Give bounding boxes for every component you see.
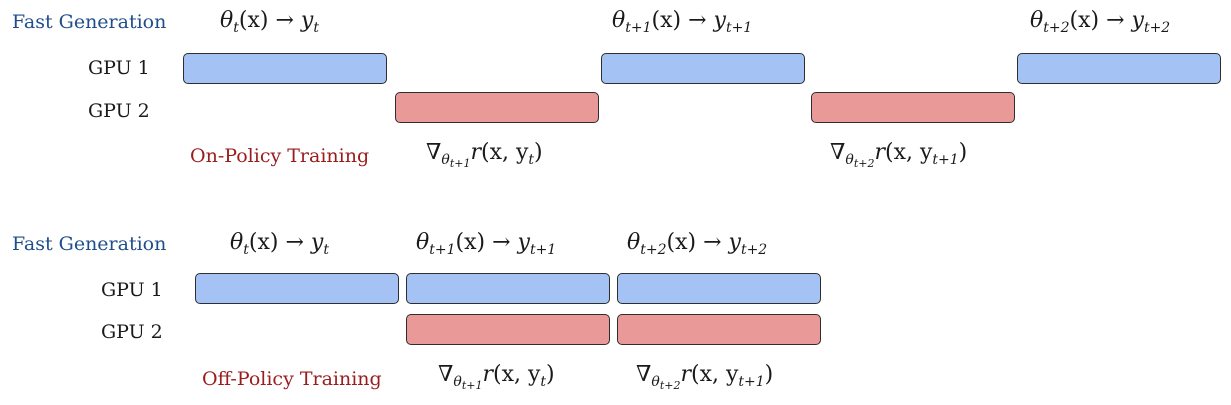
- on-policy-gpu1-bar-1: [183, 53, 387, 84]
- off-policy-gpu1-bar-1: [195, 273, 399, 304]
- on-policy-gen-formula-t: θt(x) → yt: [220, 8, 319, 36]
- off-policy-training-label: Off-Policy Training: [202, 368, 382, 390]
- off-policy-grad-formula-2: ∇θt+2r(x, yt+1): [636, 362, 774, 392]
- off-policy-gpu1-bar-3: [617, 273, 821, 304]
- off-policy-gen-formula-t: θt(x) → yt: [230, 230, 329, 258]
- on-policy-grad-formula-1: ∇θt+1r(x, yt): [426, 140, 543, 170]
- on-policy-generation-label: Fast Generation: [12, 11, 167, 33]
- on-policy-gpu2-label: GPU 2: [88, 100, 150, 122]
- on-policy-gpu2-bar-2: [811, 92, 1015, 123]
- on-policy-grad-formula-2: ∇θt+2r(x, yt+1): [830, 140, 968, 170]
- off-policy-generation-label: Fast Generation: [12, 233, 167, 255]
- off-policy-grad-formula-1: ∇θt+1r(x, yt): [438, 362, 555, 392]
- on-policy-gpu1-label: GPU 1: [88, 57, 150, 79]
- on-policy-gpu1-bar-2: [601, 53, 805, 84]
- on-policy-gpu2-bar-1: [395, 92, 599, 123]
- off-policy-gen-formula-t2: θt+2(x) → yt+2: [627, 230, 768, 258]
- on-policy-gpu1-bar-3: [1017, 53, 1221, 84]
- on-policy-gen-formula-t2: θt+2(x) → yt+2: [1030, 8, 1171, 36]
- off-policy-gpu1-bar-2: [406, 273, 610, 304]
- on-policy-training-label: On-Policy Training: [190, 145, 370, 167]
- on-policy-gen-formula-t1: θt+1(x) → yt+1: [612, 8, 753, 36]
- off-policy-gpu2-label: GPU 2: [101, 321, 163, 343]
- off-policy-gpu2-bar-2: [617, 314, 821, 345]
- off-policy-gpu1-label: GPU 1: [101, 279, 163, 301]
- off-policy-gpu2-bar-1: [406, 314, 610, 345]
- off-policy-gen-formula-t1: θt+1(x) → yt+1: [416, 230, 557, 258]
